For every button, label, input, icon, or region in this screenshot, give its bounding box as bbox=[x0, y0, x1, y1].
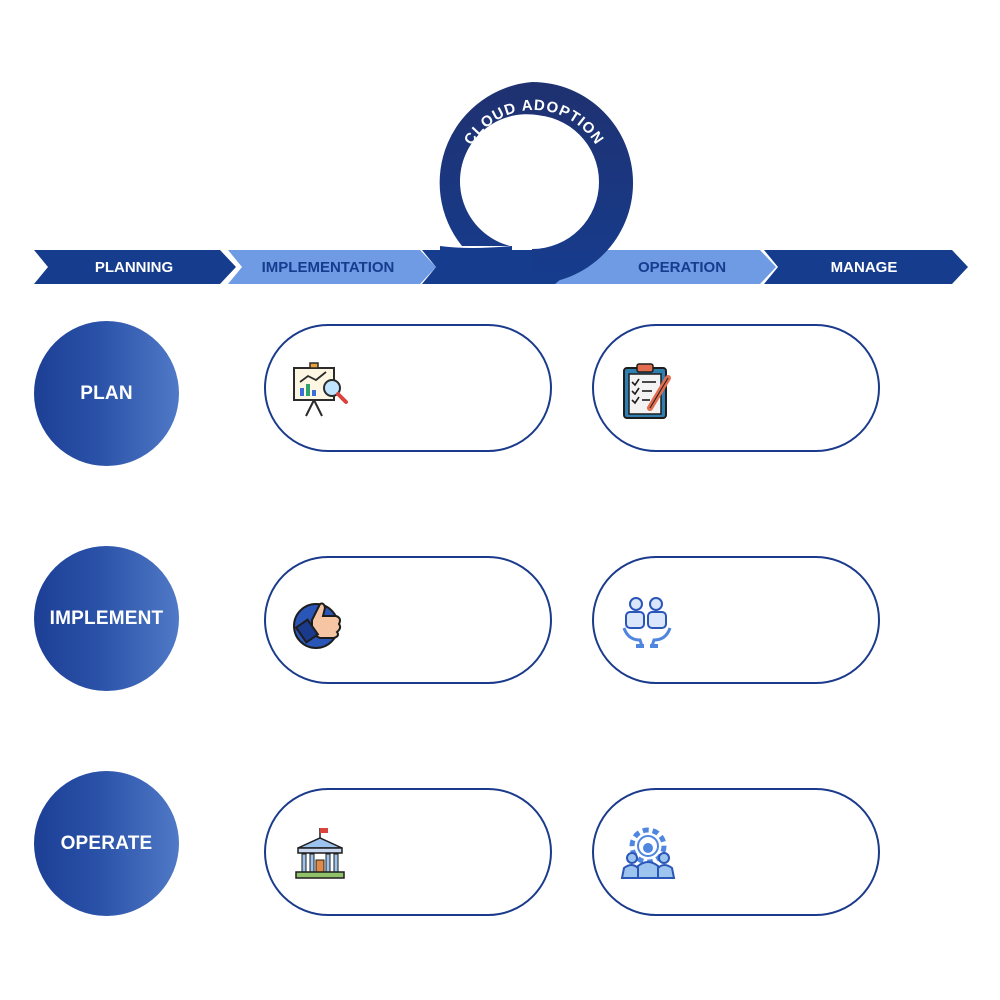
implement-card-1 bbox=[264, 556, 552, 684]
stage-planning-arrow bbox=[34, 250, 236, 284]
stage-label-operation: OPERATION bbox=[638, 259, 726, 276]
loop-tail bbox=[440, 246, 512, 250]
stage-operation-arrow bbox=[555, 250, 776, 284]
stage-implementation-arrow bbox=[228, 250, 436, 284]
government-building-icon bbox=[295, 828, 345, 879]
plan-card-1 bbox=[264, 324, 552, 452]
checklist-clipboard-icon bbox=[623, 363, 671, 419]
stage-label-manage: MANAGE bbox=[831, 259, 898, 276]
cloud-adoption-loop bbox=[439, 81, 634, 284]
loop-inner-hole bbox=[465, 115, 599, 249]
adoption-banner: CLOUD ADOPTION PLANNING IMPLEMENTATION O… bbox=[34, 81, 968, 284]
team-support-icon bbox=[622, 597, 672, 648]
thumbs-up-icon bbox=[293, 602, 342, 649]
stage-label-planning: PLANNING bbox=[95, 259, 173, 276]
plan-card-2 bbox=[592, 324, 880, 452]
row-label-operate: OPERATE bbox=[34, 771, 179, 916]
operate-card-1 bbox=[264, 788, 552, 916]
operate-card-2 bbox=[592, 788, 880, 916]
implement-card-2 bbox=[592, 556, 880, 684]
row-label-implement: IMPLEMENT bbox=[34, 546, 179, 691]
row-label-plan: PLAN bbox=[34, 321, 179, 466]
presentation-analytics-icon bbox=[293, 362, 348, 417]
stage-label-implementation: IMPLEMENTATION bbox=[262, 259, 395, 276]
team-settings-icon bbox=[620, 827, 676, 879]
stage-manage-arrow bbox=[764, 250, 968, 284]
